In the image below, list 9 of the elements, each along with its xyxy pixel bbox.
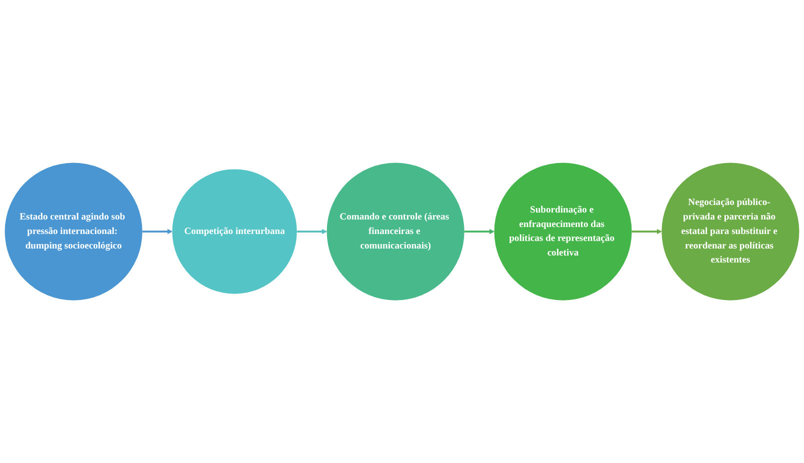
arrow [464, 228, 494, 234]
node-circle: Negociação público- privada e parceria não estatal para substituir e reordenar as políticas existentes [662, 162, 800, 300]
node-circle: Comando e controle (áreas financeiras e comunicacionais) [326, 162, 464, 300]
node-circle: Estado central agindo sob pressão internacional: dumping socioecológico [4, 162, 142, 300]
node-circle: Subordinação e enfraquecimento das políticas de representação coletiva [494, 162, 632, 300]
arrow [632, 228, 662, 234]
arrow [296, 228, 328, 234]
arrow [142, 228, 172, 234]
node-circle: Competição interurbana [172, 169, 297, 294]
